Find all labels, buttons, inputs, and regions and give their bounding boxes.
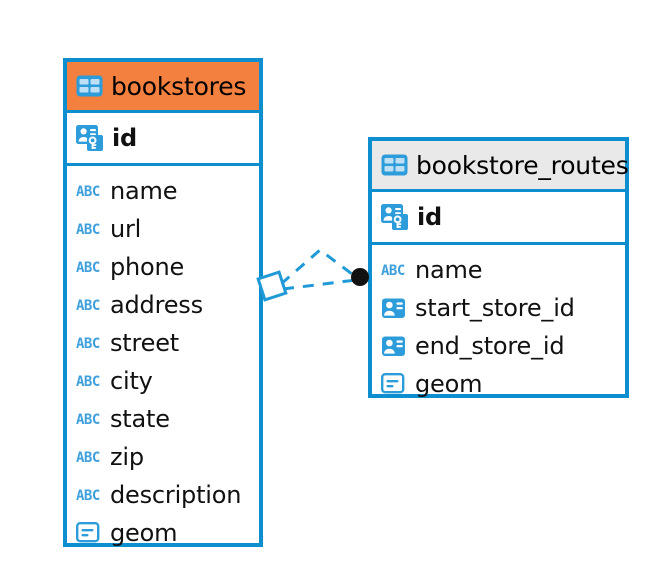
field-label: street [110,329,179,357]
text-abc-icon: ABC [76,297,102,314]
geometry-icon [76,522,102,544]
svg-text:ABC: ABC [76,488,100,503]
relationship-line-upper [280,248,357,286]
entity-table-bookstore-routes[interactable]: bookstore_routes [368,137,629,398]
relationship-line-lower [282,278,357,291]
entity-header-bookstore-routes[interactable]: bookstore_routes [372,141,629,189]
text-abc-icon: ABC [76,221,102,238]
text-abc-icon: ABC [76,335,102,352]
field-label: phone [110,253,185,281]
text-abc-icon: ABC [76,487,102,504]
field-label: name [110,177,178,205]
primary-key-label: id [417,203,443,231]
field-label: end_store_id [415,332,565,360]
field-label: description [110,481,242,509]
entity-title-bookstores: bookstores [111,71,247,101]
table-icon [76,75,103,97]
geometry-icon [381,373,407,395]
primary-key-icon [381,203,409,231]
field-row-street[interactable]: ABC street [76,324,259,362]
svg-text:ABC: ABC [76,222,100,237]
field-row-geom[interactable]: geom [381,365,625,403]
text-abc-icon: ABC [76,373,102,390]
svg-text:ABC: ABC [381,263,405,278]
text-abc-icon: ABC [76,449,102,466]
svg-text:ABC: ABC [76,336,100,351]
primary-key-section-bookstores: id [67,110,259,166]
fields-section-bookstore-routes: ABC name start_store_id [372,245,625,411]
field-row-zip[interactable]: ABC zip [76,438,259,476]
text-abc-icon: ABC [381,262,407,279]
foreign-key-icon [381,297,407,319]
field-label: state [110,405,170,433]
field-label: city [110,367,153,395]
relationship-target-circle-marker [351,268,369,286]
field-row-city[interactable]: ABC city [76,362,259,400]
entity-header-bookstores[interactable]: bookstores [67,62,259,110]
svg-text:ABC: ABC [76,184,100,199]
field-label: geom [415,370,483,398]
foreign-key-icon [381,335,407,357]
field-row-name[interactable]: ABC name [76,172,259,210]
text-abc-icon: ABC [76,411,102,428]
table-icon [381,154,408,176]
entity-table-bookstores[interactable]: bookstores [63,58,263,547]
field-row-primary-key[interactable]: id [381,197,625,237]
primary-key-section-bookstore-routes: id [372,189,625,245]
field-label: start_store_id [415,294,575,322]
svg-text:ABC: ABC [76,260,100,275]
field-label: url [110,215,142,243]
field-row-geom[interactable]: geom [76,514,259,552]
field-row-phone[interactable]: ABC phone [76,248,259,286]
field-row-end-store-id[interactable]: end_store_id [381,327,625,365]
text-abc-icon: ABC [76,183,102,200]
entity-title-bookstore-routes: bookstore_routes [416,150,629,180]
field-row-description[interactable]: ABC description [76,476,259,514]
field-row-address[interactable]: ABC address [76,286,259,324]
field-row-primary-key[interactable]: id [76,118,259,158]
svg-text:ABC: ABC [76,450,100,465]
text-abc-icon: ABC [76,259,102,276]
field-row-url[interactable]: ABC url [76,210,259,248]
field-label: geom [110,519,178,547]
svg-text:ABC: ABC [76,374,100,389]
field-row-state[interactable]: ABC state [76,400,259,438]
field-row-name[interactable]: ABC name [381,251,625,289]
field-row-start-store-id[interactable]: start_store_id [381,289,625,327]
primary-key-label: id [112,124,138,152]
primary-key-icon [76,124,104,152]
svg-text:ABC: ABC [76,412,100,427]
field-label: zip [110,443,144,471]
field-label: address [110,291,203,319]
svg-text:ABC: ABC [76,298,100,313]
field-label: name [415,256,483,284]
fields-section-bookstores: ABC name ABC url ABC p [67,166,259,560]
